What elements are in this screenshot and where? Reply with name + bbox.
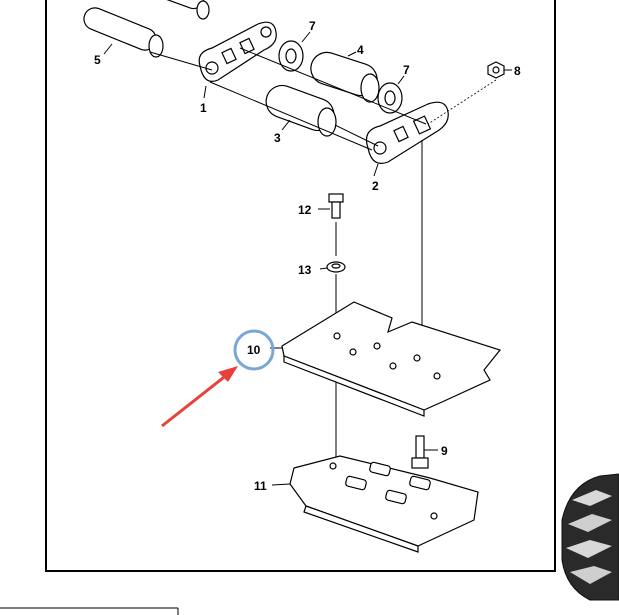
part-12-bolt [328,193,344,219]
part-2-link [365,101,449,164]
callout-9: 9 [441,444,448,458]
part-7-washers [278,40,403,114]
part-9-bolt [411,435,429,469]
assembly-guide-lines [149,47,497,490]
callout-12: 12 [298,203,312,217]
part-1-link [198,21,277,82]
callout-leader-lines [103,31,512,486]
callout-10: 10 [247,343,261,357]
callout-2: 2 [372,179,379,193]
part-5-pins [83,0,210,58]
callout-7-top: 7 [309,19,316,33]
callout-1: 1 [200,101,207,115]
callout-11: 11 [254,479,267,493]
part-11-rubber-pad [289,455,479,553]
callout-3: 3 [274,131,281,145]
part-10-shoe-plate [281,301,502,417]
callout-5: 5 [94,53,101,67]
cropped-frame-bottom-left [0,607,179,615]
part-8-nut [487,61,505,79]
part-4-bushing [310,51,380,103]
part-13-nut [326,261,346,273]
highlight-circle [233,329,275,371]
callout-13: 13 [298,263,312,277]
excavator-track-thumbnail [561,473,619,601]
callout-4: 4 [357,43,364,57]
red-pointer-arrow [161,366,238,428]
callout-8: 8 [514,64,521,78]
callout-7-right: 7 [403,63,410,77]
